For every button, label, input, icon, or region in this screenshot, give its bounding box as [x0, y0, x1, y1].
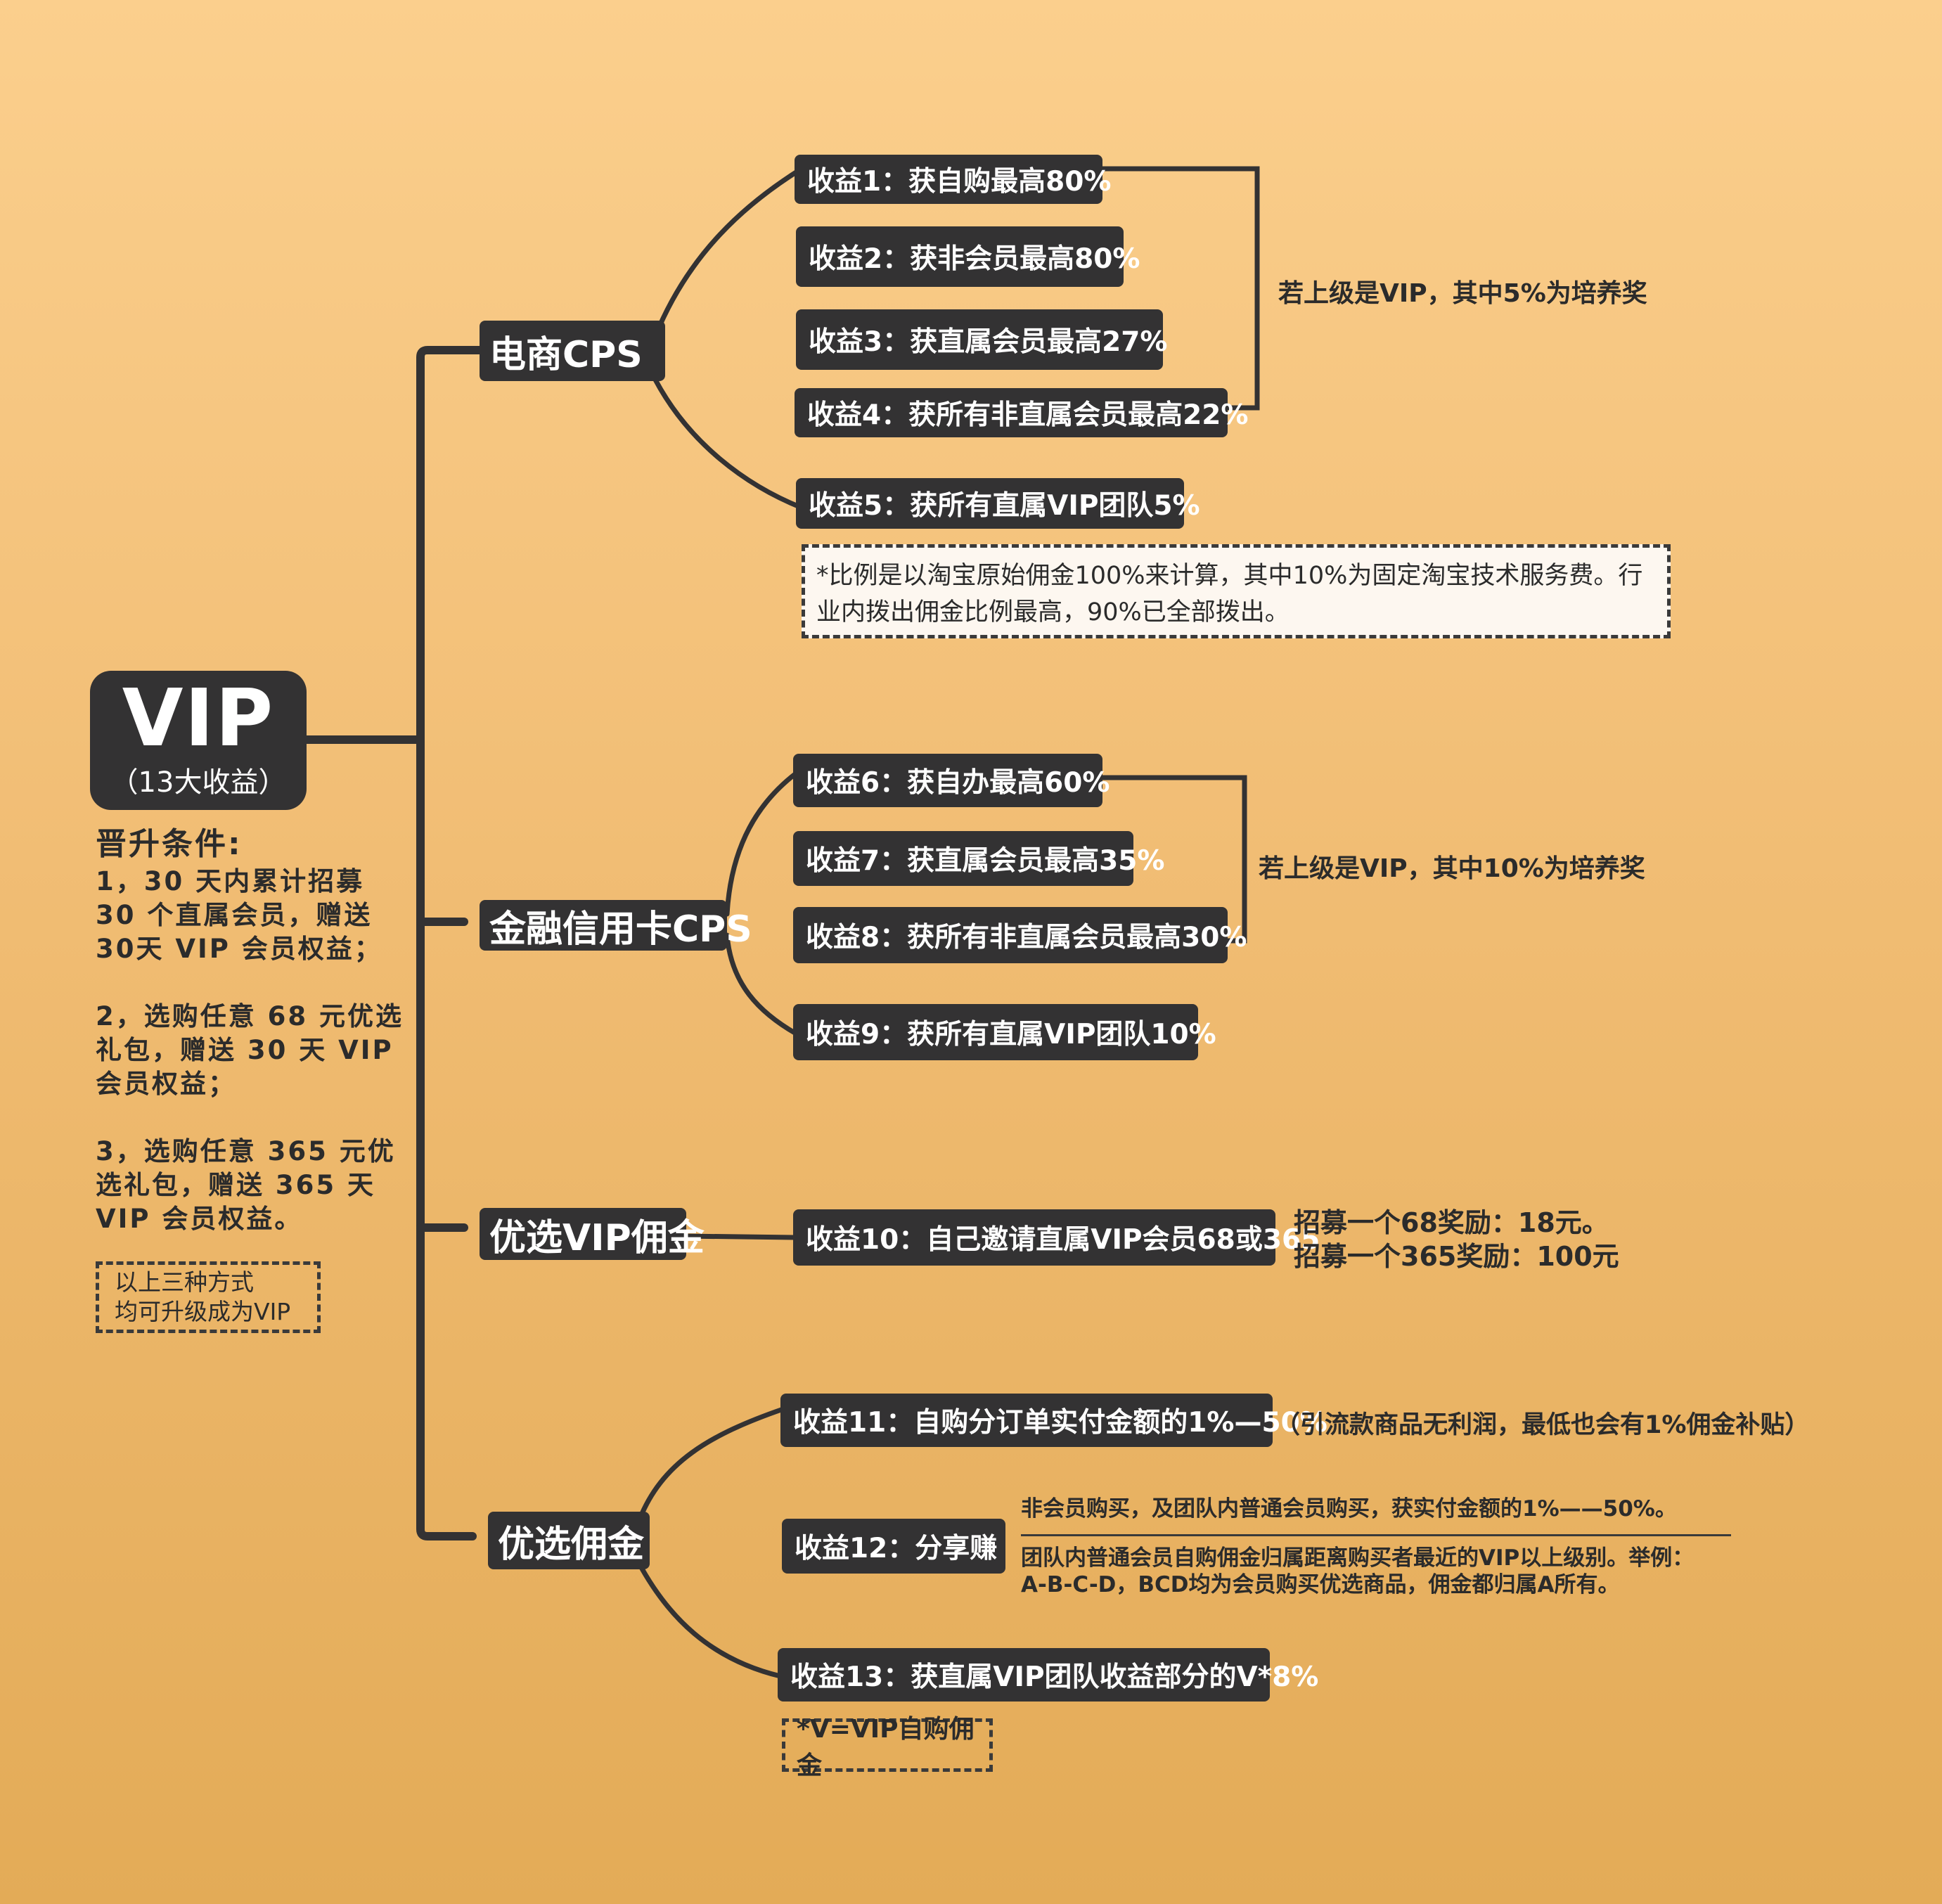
income-node: 收益8：获所有非直属会员最高30% — [793, 907, 1247, 963]
condition-item: 2，选购任意 68 元优选礼包，赠送 30 天 VIP 会员权益； — [96, 1001, 404, 1099]
category-ecommerce-cps: 电商CPS — [480, 321, 665, 381]
income12-divider — [1021, 1534, 1731, 1536]
vip-reward-note: 招募一个365奖励：100元 — [1294, 1241, 1619, 1272]
income13-footnote-box: *V=VIP自购佣金 — [782, 1715, 993, 1780]
conditions-note-line: 均可升级成为VIP — [115, 1298, 291, 1325]
income12-remark-line: 非会员购买，及团队内普通会员购买，获实付金额的1%——50%。 — [1021, 1496, 1677, 1522]
income-node: 收益7：获直属会员最高35% — [793, 831, 1165, 886]
income-node: 收益12：分享赚 — [782, 1519, 1005, 1574]
root-subtitle: （13大收益） — [110, 766, 287, 799]
income-node: 收益1：获自购最高80% — [795, 155, 1112, 204]
category-vip-commission: 优选VIP佣金 — [480, 1208, 705, 1260]
income-node: 收益10：自己邀请直属VIP会员68或365 — [793, 1209, 1320, 1266]
root-title: VIP — [122, 673, 275, 764]
conditions-note-box: 以上三种方式 均可升级成为VIP — [96, 1261, 321, 1333]
upgrade-conditions: 晋升条件: 1，30 天内累计招募 30 个直属会员，赠送 30天 VIP 会员… — [96, 824, 405, 1270]
income12-remark-line: A-B-C-D，BCD均为会员购买优选商品，佣金都归属A所有。 — [1021, 1572, 1620, 1597]
ecommerce-footnote-line: 业内拨出佣金比例最高，90%已全部拨出。 — [816, 598, 1290, 626]
ecommerce-footnote-box: *比例是以淘宝原始佣金100%来计算，其中10%为固定淘宝技术服务费。行 业内拨… — [802, 544, 1671, 638]
conditions-heading: 晋升条件: — [96, 826, 243, 862]
category-select-commission: 优选佣金 — [488, 1512, 650, 1569]
ecommerce-bracket-note: 若上级是VIP，其中5%为培养奖 — [1278, 279, 1647, 308]
income11-remark: （引流款商品无利润，最低也会有1%佣金补贴） — [1275, 1411, 1810, 1439]
income-node: 收益6：获自办最高60% — [793, 754, 1110, 807]
income-node: 收益9：获所有直属VIP团队10% — [793, 1004, 1216, 1060]
income13-footnote: *V=VIP自购佣金 — [797, 1715, 975, 1780]
income-node: 收益3：获直属会员最高27% — [796, 309, 1168, 370]
category-finance-card-cps: 金融信用卡CPS — [480, 900, 752, 951]
income-node: 收益11：自购分订单实付金额的1%—50% — [780, 1394, 1327, 1447]
income12-remark-line: 团队内普通会员自购佣金归属距离购买者最近的VIP以上级别。举例： — [1021, 1545, 1695, 1571]
income-node: 收益13：获直属VIP团队收益部分的V*8% — [778, 1648, 1318, 1702]
vip-reward-note: 招募一个68奖励：18元。 — [1294, 1207, 1609, 1238]
ecommerce-footnote-line: *比例是以淘宝原始佣金100%来计算，其中10%为固定淘宝技术服务费。行 — [816, 562, 1643, 590]
income-node: 收益5：获所有直属VIP团队5% — [796, 478, 1200, 529]
conditions-note-line: 以上三种方式 — [115, 1268, 254, 1296]
income-node: 收益4：获所有非直属会员最高22% — [795, 388, 1249, 437]
income-node: 收益2：获非会员最高80% — [796, 226, 1140, 287]
condition-item: 3，选购任意 365 元优选礼包，赠送 365 天 VIP 会员权益。 — [96, 1136, 396, 1234]
condition-item: 1，30 天内累计招募 30 个直属会员，赠送 30天 VIP 会员权益； — [96, 866, 382, 964]
finance-bracket-note: 若上级是VIP，其中10%为培养奖 — [1259, 854, 1645, 883]
root-node: VIP （13大收益） — [90, 671, 307, 810]
